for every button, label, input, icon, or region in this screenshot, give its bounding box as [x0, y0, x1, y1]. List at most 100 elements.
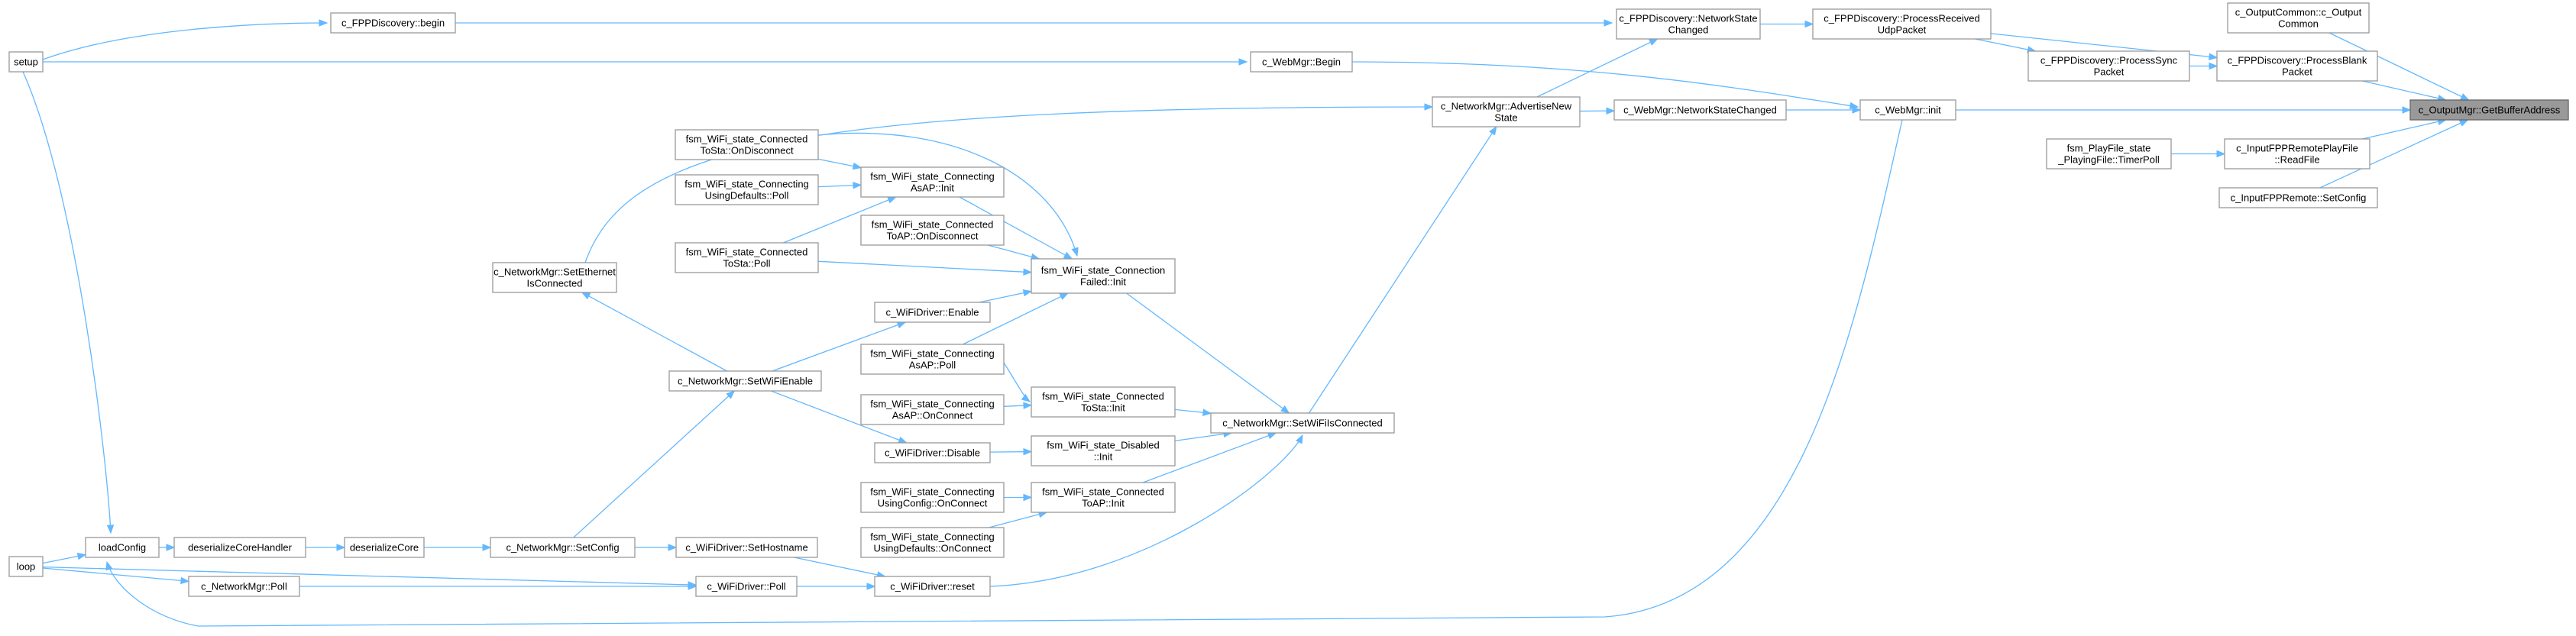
node-netSetWiFiIsConn[interactable]: c_NetworkMgr::SetWiFiIsConnected	[1210, 412, 1395, 434]
node-box	[2027, 50, 2190, 82]
node-box	[675, 174, 819, 205]
edge-arrowhead	[1023, 493, 1033, 502]
node-fppNetStateChanged[interactable]: c_FPPDiscovery::NetworkStateChanged	[1616, 8, 1761, 40]
edge-line	[1351, 61, 1859, 108]
node-label: AsAP::Poll	[909, 360, 956, 371]
node-label: _PlayingFile::TimerPoll	[2057, 154, 2160, 166]
node-wifiSetHostname[interactable]: c_WiFiDriver::SetHostname	[675, 537, 818, 558]
edge-line	[2319, 119, 2468, 189]
node-box	[860, 527, 1005, 558]
edge-deserializeCore-to-netSetConfig	[424, 544, 492, 551]
edge-arrowhead	[2458, 119, 2469, 127]
edge-arrowhead	[896, 321, 907, 329]
edge-line	[2362, 119, 2446, 140]
edge-wifiSetHostname-to-wifiReset	[794, 557, 886, 579]
node-inRemoteSetCfg[interactable]: c_InputFPPRemote::SetConfig	[2218, 187, 2378, 208]
node-fsmConnUsingDefPoll[interactable]: fsm_WiFi_state_ConnectingUsingDefaults::…	[675, 174, 819, 205]
edge-arrowhead	[1238, 58, 1248, 66]
edge-netSetWiFiEnable-to-netSetEth	[581, 292, 727, 372]
node-wifiDisable[interactable]: c_WiFiDriver::Disable	[874, 442, 991, 463]
edge-arrowhead	[76, 552, 87, 560]
node-outCommon[interactable]: c_OutputCommon::c_OutputCommon	[2227, 2, 2370, 34]
edge-line	[1126, 292, 1290, 414]
node-fsmConnToStaDisc[interactable]: fsm_WiFi_state_ConnectedToSta::OnDisconn…	[675, 129, 819, 160]
node-label: c_FPPDiscovery::begin	[341, 18, 445, 29]
node-getBuf[interactable]: c_OutputMgr::GetBufferAddress	[2409, 99, 2569, 121]
edge-netAdvertise-to-webNetStateChanged	[1579, 107, 1616, 115]
edge-line	[1174, 432, 1232, 441]
edge-line	[772, 321, 906, 372]
node-webBegin[interactable]: c_WebMgr::Begin	[1250, 51, 1353, 73]
node-box	[1250, 51, 1353, 73]
node-fsmConnToAPDisc[interactable]: fsm_WiFi_state_ConnectedToAP::OnDisconne…	[860, 215, 1005, 246]
node-wifiPoll[interactable]: c_WiFiDriver::Poll	[695, 576, 798, 597]
node-box	[2227, 2, 2370, 34]
node-label: deserializeCore	[350, 542, 419, 554]
node-box	[2218, 187, 2378, 208]
edge-arrowhead	[1296, 434, 1303, 444]
edge-fppProcSync-to-fppProcBlank	[2189, 62, 2218, 70]
node-label: c_NetworkMgr::SetWiFiIsConnected	[1222, 418, 1383, 429]
node-netPoll[interactable]: c_NetworkMgr::Poll	[188, 576, 300, 597]
edge-netSetConfig-to-netSetWiFiEnable	[573, 390, 736, 538]
node-fsmConnUsingCfgOnConn[interactable]: fsm_WiFi_state_ConnectingUsingConfig::On…	[860, 482, 1005, 513]
node-loadConfig[interactable]: loadConfig	[85, 537, 160, 558]
node-label: AsAP::OnConnect	[892, 410, 973, 421]
node-setup[interactable]: setup	[8, 51, 44, 73]
node-loop[interactable]: loop	[8, 556, 44, 577]
node-wifiEnable[interactable]: c_WiFiDriver::Enable	[874, 302, 991, 323]
node-box	[668, 370, 822, 392]
node-label: c_WiFiDriver::Disable	[885, 447, 980, 459]
node-box	[860, 482, 1005, 513]
node-box	[2409, 99, 2569, 121]
node-label: State	[1494, 112, 1517, 124]
node-netSetWiFiEnable[interactable]: c_NetworkMgr::SetWiFiEnable	[668, 370, 822, 392]
node-wifiReset[interactable]: c_WiFiDriver::reset	[874, 576, 991, 597]
node-label: AsAP::Init	[911, 182, 954, 194]
node-fppBegin[interactable]: c_FPPDiscovery::begin	[330, 12, 456, 34]
edge-fppProcBlank-to-getBuf	[2362, 80, 2447, 102]
node-webInit[interactable]: c_WebMgr::init	[1859, 99, 1956, 121]
node-fsmConnUsingDefOnConn[interactable]: fsm_WiFi_state_ConnectingUsingDefaults::…	[860, 527, 1005, 558]
edge-netSetConfig-to-wifiSetHostname	[635, 544, 678, 551]
node-inRemotePlayRead[interactable]: c_InputFPPRemotePlayFile::ReadFile	[2224, 138, 2371, 169]
node-label: fsm_WiFi_state_Disabled	[1047, 440, 1159, 451]
edge-arrowhead	[2216, 150, 2226, 158]
edge-arrowhead	[1849, 102, 1859, 110]
node-label: Failed::Init	[1080, 276, 1126, 288]
node-label: c_InputFPPRemote::SetConfig	[2231, 192, 2367, 204]
node-box	[695, 576, 798, 597]
node-label: c_WebMgr::NetworkStateChanged	[1623, 105, 1777, 116]
node-deserializeCoreHandler[interactable]: deserializeCoreHandler	[173, 537, 306, 558]
edge-fppBegin-to-fppNetStateChanged	[455, 19, 1613, 27]
edge-arrowhead	[105, 560, 113, 571]
node-label: ToSta::Init	[1081, 402, 1125, 414]
edge-webNetStateChanged-to-webInit	[1786, 106, 1862, 114]
node-box	[2216, 50, 2378, 82]
edge-line	[2362, 80, 2446, 101]
node-label: UsingConfig::OnConnect	[878, 498, 988, 509]
node-deserializeCore[interactable]: deserializeCore	[344, 537, 425, 558]
node-fsmPlayFile[interactable]: fsm_PlayFile_state_PlayingFile::TimerPol…	[2046, 138, 2172, 169]
node-label: loop	[17, 561, 36, 573]
edge-line	[987, 244, 1040, 260]
edge-arrowhead	[1059, 292, 1070, 300]
node-label: fsm_WiFi_state_Connected	[872, 219, 994, 231]
node-webNetStateChanged[interactable]: c_WebMgr::NetworkStateChanged	[1613, 99, 1787, 121]
node-fsmDisabledInit[interactable]: fsm_WiFi_state_Disabled::Init	[1031, 435, 1176, 467]
node-netSetConfig[interactable]: c_NetworkMgr::SetConfig	[490, 537, 636, 558]
edge-line	[979, 290, 1032, 303]
edge-line	[106, 119, 1903, 627]
